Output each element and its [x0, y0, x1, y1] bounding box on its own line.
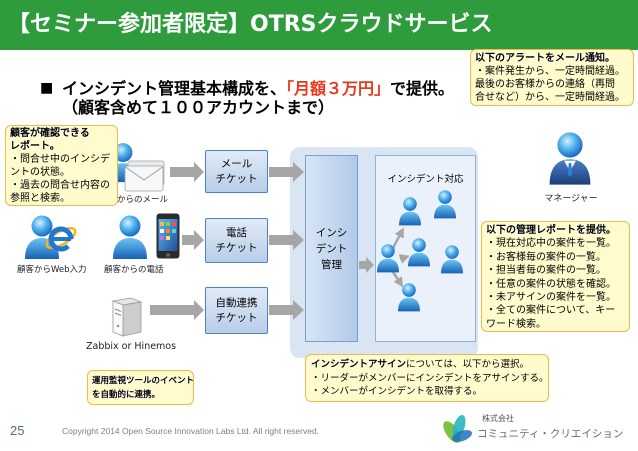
ticket-label: チケット [215, 172, 258, 185]
page-number: 25 [10, 423, 25, 438]
monitoring-integration-callout: 運用監視ツールのイベント を自動的に連携。 [87, 370, 194, 405]
smartphone-icon [156, 213, 180, 259]
ticket-label: 自動連携 [215, 296, 258, 309]
user-icon [396, 281, 422, 312]
price-highlight: 「月額３万円」 [286, 79, 391, 98]
ticket-label: チケット [215, 241, 258, 254]
headline-text-end: で提供。 [390, 79, 455, 98]
mail-ticket-box: メール チケット [205, 150, 268, 193]
company-name: コミュニティ・クリエイション [477, 428, 624, 440]
callout-line: ・問合せ中のインシデ [10, 154, 110, 165]
customer-icon [110, 212, 150, 260]
leaf-logo-icon [443, 414, 473, 443]
alert-notification-callout: 以下のアラートをメール通知。 ・案件発生から、一定時間経過。 最後のお客様からの… [470, 49, 634, 106]
phone-source-label: 顧客からの電話 [104, 265, 164, 275]
incident-management-label: インシ [315, 226, 348, 239]
callout-heading: を自動的に連携。 [92, 390, 161, 400]
callout-heading: 運用監視ツールのイベント [92, 376, 194, 386]
customer-report-callout: 顧客が確認できる レポート。 ・問合せ中のインシデ ントの状態。 ・過去の問合せ… [5, 125, 118, 206]
callout-line: ・担当者毎の案件の一覧。 [486, 265, 606, 277]
company-prefix: 株式会社 [482, 414, 514, 423]
monitoring-tool-label: Zabbix or Hinemos [86, 341, 177, 352]
user-icon [397, 195, 423, 226]
arrow-phone-to-ticket [182, 230, 204, 250]
arrow-mail-to-ticket [170, 162, 204, 182]
callout-heading: インシデントアサイン [311, 359, 407, 370]
callout-line: ・現在対応中の案件を一覧。 [486, 238, 616, 250]
manager-icon [549, 132, 591, 185]
callout-line: ワード検索。 [486, 318, 546, 330]
callout-line: 参照と検索。 [10, 193, 70, 204]
mail-source-label: からのメール [117, 195, 169, 205]
callout-line: ・リーダーがメンバーにインシデントをアサインする。 [311, 372, 549, 384]
callout-line: ントの状態。 [10, 167, 70, 178]
callout-line: ・未アサインの案件を一覧。 [486, 292, 616, 304]
callout-heading: 顧客が確認できる [10, 128, 90, 139]
server-icon [111, 297, 143, 337]
ticket-label: メール [220, 157, 253, 170]
callout-line: ・メンバーがインシデントを取得する。 [311, 386, 483, 397]
callout-heading: レポート。 [10, 141, 60, 152]
callout-line: ・お客様毎の案件の一覧。 [486, 251, 606, 263]
ticket-label: 電話 [226, 226, 247, 239]
callout-heading-rest: については、以下から選択。 [406, 359, 530, 370]
arrow-server-to-ticket [150, 300, 204, 320]
callout-line: 最後のお客様からの連絡（再問 [475, 79, 615, 90]
callout-line: ・過去の問合せ内容の [10, 180, 110, 191]
callout-heading: 以下の管理レポートを提供。 [486, 225, 616, 236]
bullet-marker: ■ [40, 80, 54, 96]
header-bar: 【セミナー参加者限定】OTRSクラウドサービス [0, 0, 638, 50]
callout-heading-line: インシデントアサインについては、以下から選択。 [311, 358, 543, 372]
manager-label: マネージャー [544, 194, 598, 204]
callout-line: ・任意の案件の状態を確認。 [486, 278, 616, 290]
incident-management-box: インシ デント 管理 [305, 155, 358, 342]
incident-management-label: デント [315, 242, 348, 255]
user-icon [439, 243, 465, 274]
callout-line: ・全ての案件について、キー [486, 305, 616, 317]
user-icon [375, 242, 401, 273]
web-source-label: 顧客からWeb入力 [17, 265, 87, 275]
incident-response-label: インシデント対応 [387, 174, 464, 185]
callout-heading: 以下のアラートをメール通知。 [475, 53, 615, 64]
callout-line: ・案件発生から、一定時間経過。 [475, 66, 625, 77]
ticket-label: チケット [215, 311, 258, 324]
slide-title: 【セミナー参加者限定】OTRSクラウドサービス [8, 12, 493, 37]
user-icon [406, 236, 432, 267]
headline-text: インシデント管理基本構成を、 [62, 79, 287, 98]
headline-line-2: （顧客含めて１００アカウントまで） [62, 98, 335, 117]
incident-assign-callout: インシデントアサインについては、以下から選択。 ・リーダーがメンバーにインシデン… [305, 354, 549, 402]
phone-ticket-box: 電話 チケット [205, 218, 268, 263]
incident-management-label: 管理 [321, 258, 342, 271]
envelope-icon [124, 160, 165, 192]
copyright-text: Copyright 2014 Open Source Innovation La… [62, 426, 320, 436]
internet-explorer-icon [45, 226, 77, 252]
management-report-callout: 以下の管理レポートを提供。 ・現在対応中の案件を一覧。 ・お客様毎の案件の一覧。… [481, 221, 630, 332]
auto-ticket-box: 自動連携 チケット [205, 287, 268, 334]
headline-line-1: インシデント管理基本構成を、「月額３万円」で提供。 [62, 79, 454, 98]
callout-line: 合せなど）から、一定時間経過。 [475, 92, 625, 103]
user-icon [432, 188, 458, 219]
